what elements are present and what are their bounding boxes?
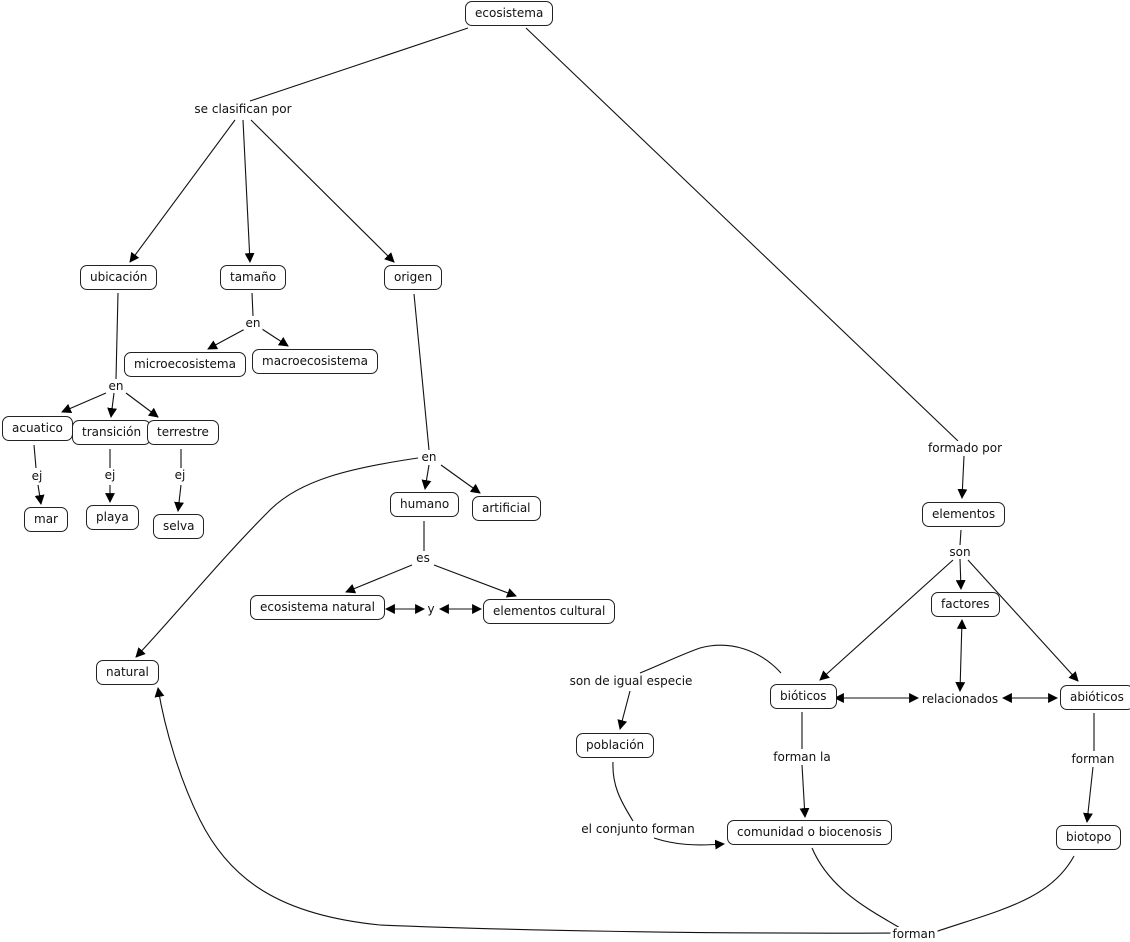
concept-ubicacion[interactable]: ubicación <box>80 265 158 290</box>
concept-poblacion[interactable]: población <box>576 733 655 758</box>
phrase-forman-la[interactable]: forman la <box>771 750 833 764</box>
link-en-terrestre <box>125 392 159 418</box>
phrase-el-conjunto-forman[interactable]: el conjunto forman <box>579 822 697 836</box>
link-formanla-comunidad <box>799 764 810 818</box>
link-en-micro <box>207 328 246 350</box>
phrase-se-clasifican-por[interactable]: se clasifican por <box>192 102 294 116</box>
link-seclasifican-ubicacion <box>129 119 236 263</box>
link-es-econatural <box>345 564 413 594</box>
concept-mar[interactable]: mar <box>24 507 68 532</box>
link-origen-en <box>413 293 430 451</box>
concept-factores[interactable]: factores <box>931 592 1000 617</box>
concept-selva[interactable]: selva <box>153 514 205 539</box>
concept-terrestre[interactable]: terrestre <box>147 420 219 445</box>
link-seclasifican-tamano <box>242 119 255 263</box>
concept-microecosistema[interactable]: microecosistema <box>124 352 246 377</box>
link-son-abioticos <box>967 559 1079 682</box>
link-son-bioticos <box>819 559 954 681</box>
concept-elementos[interactable]: elementos <box>922 502 1006 527</box>
link-ej-mar <box>34 484 45 505</box>
link-en-artificial <box>440 464 481 494</box>
link-forman-natural <box>154 687 894 934</box>
link-es-elemcultural <box>433 564 517 598</box>
phrase-forman-final[interactable]: forman <box>890 927 938 941</box>
phrase-ej-terrestre[interactable]: ej <box>172 468 188 482</box>
link-son-factores <box>955 558 966 590</box>
concept-abioticos[interactable]: abióticos <box>1060 685 1130 710</box>
link-ecosistema-seclasifican <box>249 27 469 102</box>
phrase-son[interactable]: son <box>947 545 973 559</box>
link-bioticos-sondeigual <box>639 644 782 674</box>
phrase-formado-por[interactable]: formado por <box>926 441 1004 455</box>
link-en-humano <box>421 464 432 490</box>
phrase-ej-acuatico[interactable]: ej <box>29 469 45 483</box>
link-seclasifican-origen <box>250 119 395 263</box>
link-sondeigual-poblacion <box>617 690 631 730</box>
phrase-en-tamano[interactable]: en <box>243 316 263 330</box>
phrase-ej-transicion[interactable]: ej <box>102 468 118 482</box>
concept-origen[interactable]: origen <box>384 265 443 290</box>
concept-artificial[interactable]: artificial <box>472 496 541 521</box>
phrase-forman-abioticos[interactable]: forman <box>1069 752 1117 766</box>
phrase-relacionados[interactable]: relacionados <box>919 692 1001 706</box>
phrase-en-ubicacion[interactable]: en <box>106 379 126 393</box>
concept-bioticos[interactable]: bióticos <box>770 684 837 709</box>
concept-ecosistema-natural[interactable]: ecosistema natural <box>250 595 385 620</box>
concept-ecosistema[interactable]: ecosistema <box>465 1 554 26</box>
link-en-transicion <box>107 392 118 418</box>
link-formadopor-elementos <box>957 455 968 499</box>
link-en-macro <box>261 328 289 347</box>
concept-humano[interactable]: humano <box>390 492 460 517</box>
concept-transicion[interactable]: transición <box>72 420 152 445</box>
link-ubicacion-en <box>115 292 119 380</box>
concept-acuatico[interactable]: acuatico <box>2 416 73 441</box>
link-ej-selva <box>174 484 184 512</box>
link-comunidad-forman <box>811 847 901 929</box>
concept-natural[interactable]: natural <box>96 660 159 685</box>
link-factores-relacionados <box>955 619 967 692</box>
link-elconjunto-comunidad <box>653 837 725 850</box>
link-tamano-en <box>251 292 254 317</box>
link-acuatico-ej <box>33 444 37 469</box>
phrase-en-origen[interactable]: en <box>419 450 439 464</box>
phrase-es[interactable]: es <box>414 551 432 565</box>
link-en-acuatico <box>61 392 107 414</box>
link-poblacion-elconjunto <box>612 761 634 822</box>
concept-playa[interactable]: playa <box>86 505 139 530</box>
link-ecosistema-formadopor <box>525 27 959 442</box>
link-en-natural <box>135 457 419 658</box>
concept-macroecosistema[interactable]: macroecosistema <box>252 349 378 374</box>
link-forman-biotopo <box>1083 766 1094 823</box>
link-elementos-son <box>959 529 962 546</box>
phrase-y[interactable]: y <box>425 602 437 616</box>
phrase-son-de-igual-especie[interactable]: son de igual especie <box>567 674 695 688</box>
concept-tamano[interactable]: tamaño <box>220 265 287 290</box>
concept-comunidad[interactable]: comunidad o biocenosis <box>727 820 892 845</box>
concept-elementos-cultural[interactable]: elementos cultural <box>483 599 616 624</box>
concept-biotopo[interactable]: biotopo <box>1056 825 1122 850</box>
link-biotopo-forman <box>934 855 1075 933</box>
